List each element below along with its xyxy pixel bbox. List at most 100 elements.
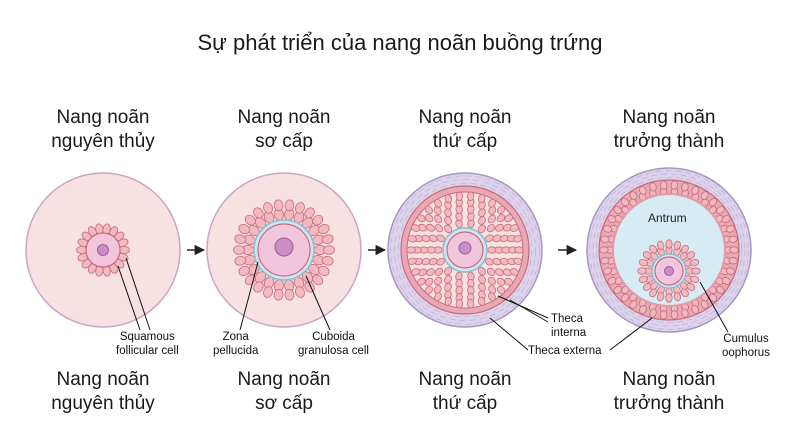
follicle-cell	[273, 199, 284, 212]
follicle-cell	[504, 277, 513, 286]
follicle-cell	[649, 288, 658, 298]
follicle-cell	[513, 257, 523, 265]
follicle-cell	[238, 224, 250, 235]
follicle-cell	[495, 223, 504, 232]
follicle-cell	[700, 191, 709, 200]
follicle-cell	[649, 244, 658, 254]
follicle-cell	[424, 285, 433, 295]
theca-fiber	[592, 173, 746, 327]
follicle-cell	[600, 235, 610, 243]
stage-1-label-top: Nang noãn nguyên thủy	[51, 107, 155, 152]
follicle-cell	[497, 285, 506, 295]
follicle-cell	[639, 305, 647, 314]
follicle-cell	[629, 300, 638, 309]
follicle-cell	[321, 255, 334, 266]
follicle-cell	[690, 258, 700, 267]
granulosa-layers	[406, 191, 524, 309]
follicle-cell	[725, 267, 735, 275]
follicle-cell	[673, 240, 682, 250]
follicle-cell	[318, 224, 330, 235]
follicle-cell	[638, 275, 648, 284]
follicle-cell	[496, 214, 506, 223]
stage-4-label-bottom: Nang noãn trưởng thành	[613, 369, 725, 414]
follicle-cell	[642, 251, 652, 260]
antrum-label: Antrum	[648, 211, 687, 225]
follicle-cell	[691, 186, 699, 195]
follicle-cell	[620, 293, 630, 302]
follicle-cell	[599, 246, 609, 254]
follicle-cell	[312, 214, 324, 226]
follicle-cell	[455, 191, 463, 201]
follicle-cell	[686, 251, 696, 260]
follicle-cell	[434, 276, 443, 286]
follicle-cell	[638, 258, 648, 267]
follicle-cell	[477, 296, 486, 306]
follicle-cell	[665, 239, 673, 249]
follicle-cell	[488, 198, 496, 208]
follicle-cell	[253, 281, 264, 293]
follicle-cell	[497, 205, 506, 215]
follicle-cell	[488, 292, 496, 302]
theca-fiber	[397, 182, 533, 318]
follicle-cell	[708, 198, 718, 207]
follicle-cell	[504, 214, 513, 223]
follicle-cell	[642, 282, 652, 291]
follicle-cell	[244, 214, 256, 226]
follicle-cell	[434, 224, 444, 233]
follicle-cell	[495, 268, 504, 277]
follicle-cell	[708, 293, 718, 302]
mature-follicle	[586, 167, 752, 333]
callout-squamous-follicular-cell: Squamous follicular cell	[116, 331, 179, 357]
follicle-cell	[444, 266, 453, 276]
follicle-cell	[444, 216, 452, 225]
follicle-cell	[514, 246, 524, 254]
follicle-cell	[487, 214, 496, 224]
follicle-cell	[488, 206, 497, 215]
follicle-cell	[234, 255, 247, 266]
follicle-cell	[660, 310, 668, 320]
follicle-cell	[691, 305, 699, 314]
callout-cuboidal-granulosa-cell: Cuboida granulosa cell	[298, 331, 369, 357]
follicle-cell	[444, 275, 452, 284]
follicle-cell	[434, 214, 443, 224]
follicle-cell	[426, 223, 435, 232]
secondary-follicle	[387, 172, 543, 328]
stage-3-label-top: Nang noãn thứ cấp	[418, 107, 512, 152]
follicle-cell	[478, 216, 486, 225]
follicle-cell	[603, 267, 613, 275]
follicle-cell	[721, 277, 731, 285]
nucleus	[458, 241, 472, 255]
stage-2-label-bottom: Nang noãn sơ cấp	[237, 369, 331, 414]
follicle-cell	[649, 182, 657, 192]
follicle-cell	[484, 234, 494, 243]
follicle-cell	[660, 180, 668, 190]
follicle-cell	[284, 199, 295, 212]
follicle-cell	[716, 206, 725, 215]
follicle-cell	[238, 265, 250, 276]
follicle-cell	[665, 293, 673, 303]
follicle-cell	[467, 299, 475, 309]
follicle-cell	[487, 276, 496, 286]
follicle-cell	[613, 285, 622, 294]
follicle-cell	[407, 257, 417, 265]
follicle-cell	[700, 300, 709, 309]
follicle-cell	[263, 202, 273, 214]
callout-theca-externa: Theca externa	[528, 345, 602, 357]
follicle-cell	[233, 245, 245, 255]
follicle-cell	[424, 277, 434, 286]
follicle-cell	[607, 215, 617, 223]
follicle-cell	[424, 214, 434, 223]
primary-follicle	[206, 172, 362, 328]
follicle-cell	[509, 268, 519, 276]
follicle-cell	[411, 224, 421, 232]
follicle-cell	[433, 285, 442, 294]
follicle-cell	[639, 186, 647, 195]
follicle-cell	[603, 225, 613, 233]
follicle-cell	[295, 286, 305, 298]
follicle-cell	[637, 267, 647, 275]
follicle-cell	[234, 234, 247, 245]
follicle-cell	[728, 257, 738, 265]
follicle-cell	[273, 288, 284, 301]
follicle-cell	[434, 292, 442, 302]
follicle-cell	[477, 266, 486, 276]
